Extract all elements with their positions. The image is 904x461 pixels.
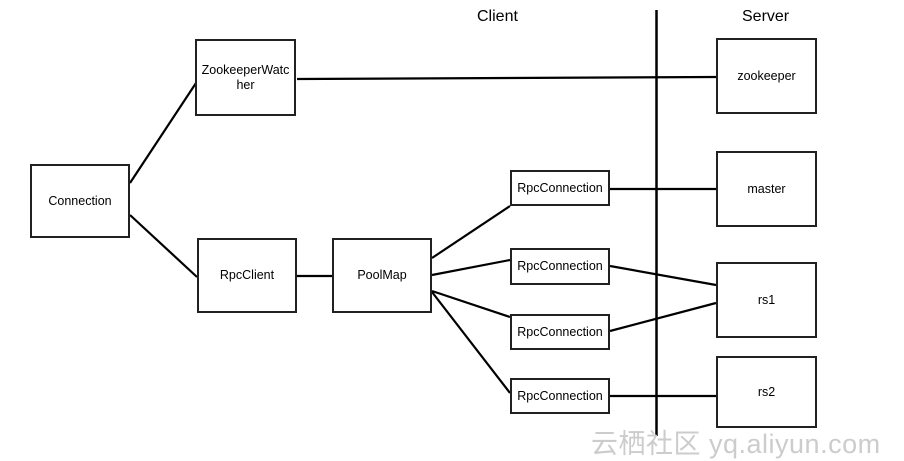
node-zookeeper-label: zookeeper xyxy=(737,68,796,83)
node-rpc-client: RpcClient xyxy=(197,238,297,313)
node-rpc-client-label: RpcClient xyxy=(219,268,275,282)
edge-rpc-connection-3-rs1 xyxy=(609,301,717,333)
node-master: master xyxy=(716,151,817,227)
node-rpc-connection-2-label: RpcConnection xyxy=(517,259,603,273)
node-pool-map-label: PoolMap xyxy=(357,268,407,282)
edge-connection-rpc-client xyxy=(129,214,198,278)
client-section-label: Client xyxy=(477,8,518,25)
node-rpc-connection-3: RpcConnection xyxy=(510,314,610,350)
node-connection: Connection xyxy=(30,164,130,238)
node-connection-label: Connection xyxy=(48,193,112,208)
node-zookeeper-watcher-label: ZookeeperWatcher xyxy=(201,62,290,92)
node-rpc-connection-3-label: RpcConnection xyxy=(517,324,603,339)
node-rs1-label: rs1 xyxy=(757,292,776,307)
edge-pool-map-rpc-connection-1 xyxy=(431,205,511,259)
node-master-label: master xyxy=(747,181,786,196)
edge-zookeeper-watcher-zookeeper xyxy=(296,75,717,81)
edge-pool-map-rpc-connection-2 xyxy=(431,258,511,277)
node-rpc-connection-4: RpcConnection xyxy=(510,378,610,414)
node-rs1: rs1 xyxy=(716,262,817,338)
node-rs2: rs2 xyxy=(716,356,817,428)
node-rs2-label: rs2 xyxy=(757,384,776,399)
node-rpc-connection-2: RpcConnection xyxy=(510,248,610,285)
node-zookeeper-watcher: ZookeeperWatcher xyxy=(195,39,296,116)
node-rpc-connection-1: RpcConnection xyxy=(510,170,610,206)
node-zookeeper: zookeeper xyxy=(716,38,817,114)
server-section-label: Server xyxy=(742,8,790,25)
node-rpc-connection-4-label: RpcConnection xyxy=(517,388,603,403)
edge-pool-map-rpc-connection-4 xyxy=(431,291,511,394)
edge-rpc-connection-2-rs1 xyxy=(609,264,717,287)
node-pool-map: PoolMap xyxy=(332,238,432,313)
watermark-text: 云栖社区 yq.aliyun.com xyxy=(591,429,881,459)
edge-pool-map-rpc-connection-3 xyxy=(431,289,511,319)
edge-connection-zookeeper-watcher xyxy=(129,82,197,184)
node-rpc-connection-1-label: RpcConnection xyxy=(517,180,603,195)
